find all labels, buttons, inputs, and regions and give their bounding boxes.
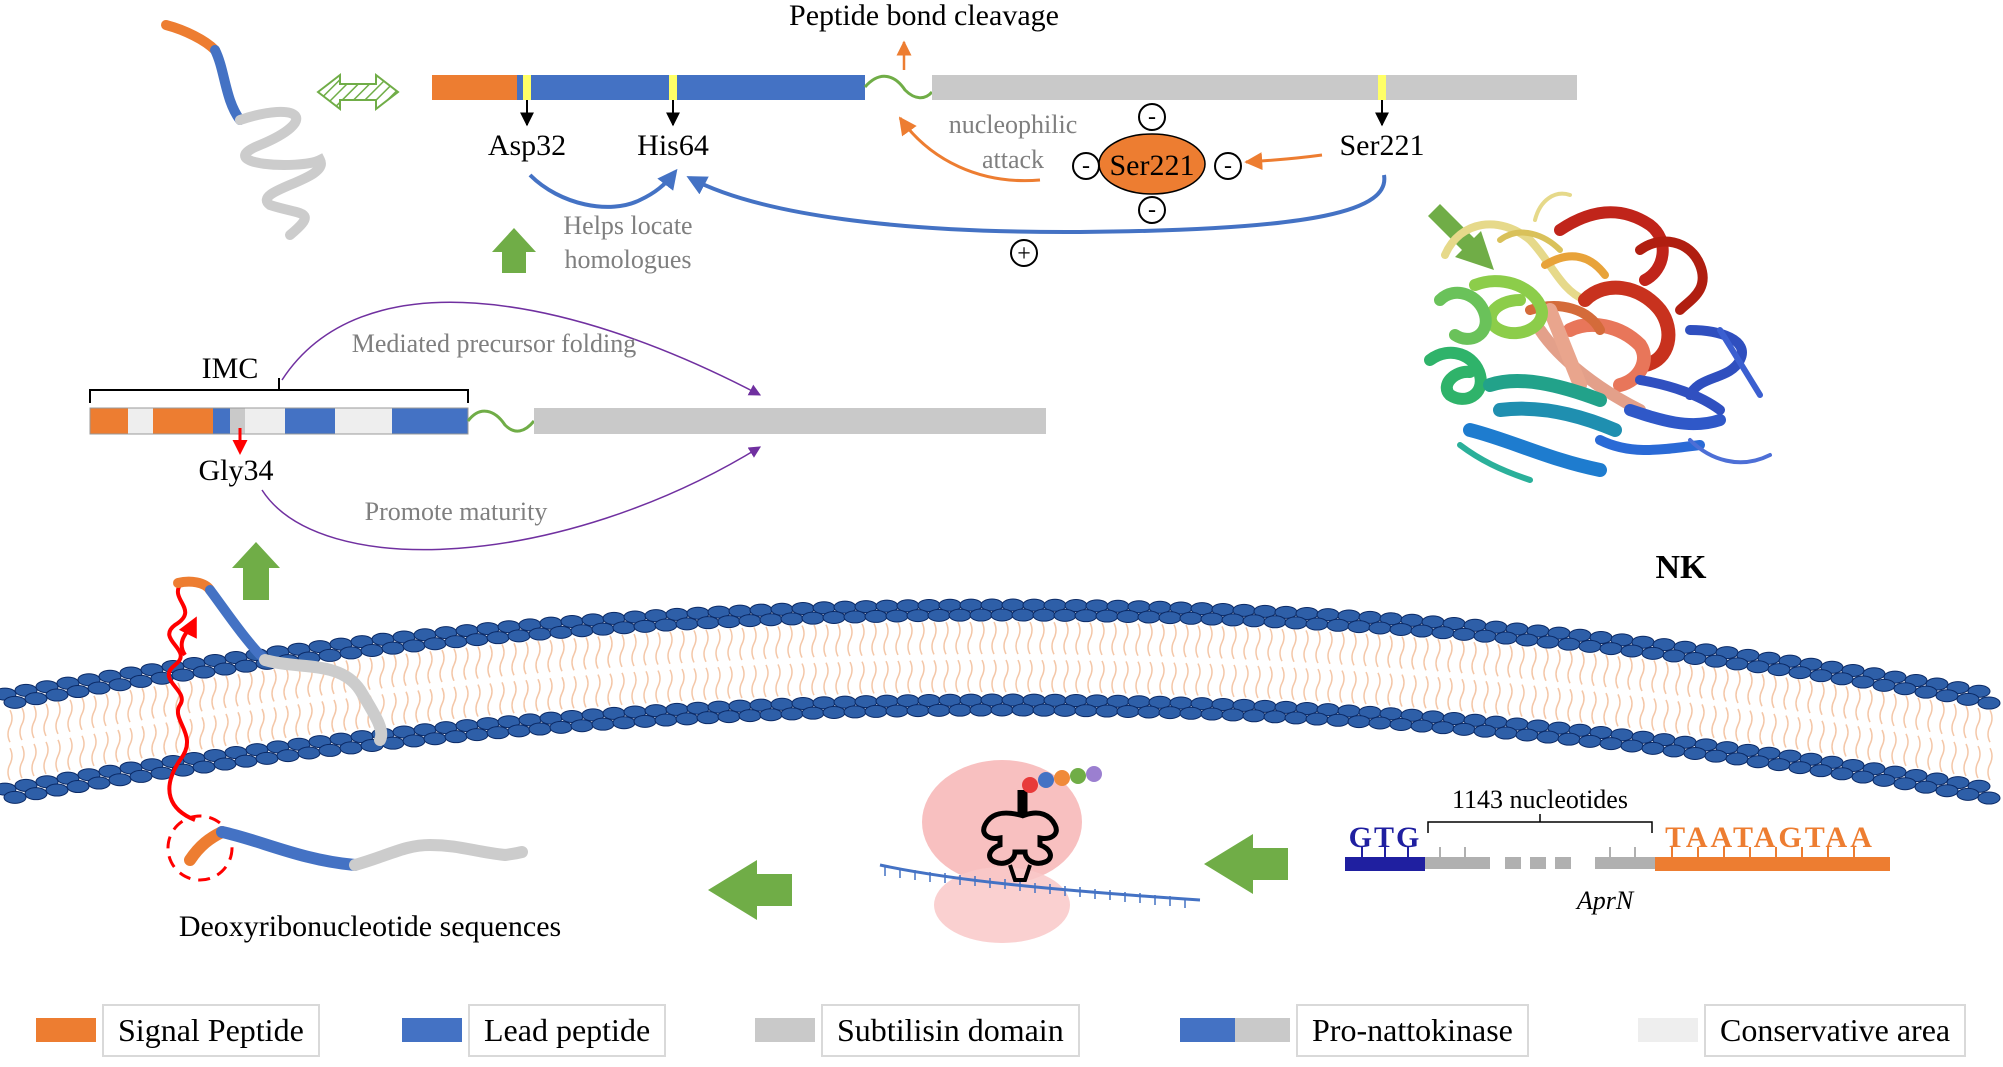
- nucleotides-label: 1143 nucleotides: [1452, 785, 1628, 814]
- signal-peptide-highlight: [166, 814, 234, 882]
- legend-swatch-pronattokinase: [1180, 1018, 1290, 1042]
- nucleophilic-label: nucleophilic: [949, 110, 1078, 139]
- cell-membrane: [0, 598, 2001, 805]
- svg-text:-: -: [1082, 153, 1090, 179]
- mediated-folding-label: Mediated precursor folding: [352, 329, 636, 358]
- legend-item-subtilisin: Subtilisin domain: [755, 1000, 1080, 1060]
- charge-minus-left: -: [1072, 152, 1100, 180]
- svg-text:+: +: [1017, 241, 1031, 267]
- ser221-label: Ser221: [1340, 129, 1425, 162]
- precursor-bar-top: [432, 75, 1577, 100]
- legend-label-lead: Lead peptide: [468, 1003, 667, 1057]
- charge-minus-right: -: [1214, 152, 1242, 180]
- nucleophilic-attack-arrow: [898, 116, 1041, 183]
- imc-label: IMC: [202, 352, 259, 385]
- legend-label-subtilisin: Subtilisin domain: [821, 1003, 1080, 1057]
- charge-plus: +: [1010, 239, 1038, 267]
- attack-label: attack: [982, 145, 1044, 174]
- nk-protein-structure: [1424, 191, 1772, 483]
- asp32-label: Asp32: [488, 129, 566, 162]
- legend-label-conservative: Conservative area: [1704, 1003, 1967, 1057]
- nucleotides-bracket: [1427, 814, 1653, 833]
- nk-label: NK: [1656, 549, 1708, 586]
- ser221-his64-arc: [686, 174, 1387, 235]
- left-arrow-green-2: [1204, 834, 1288, 894]
- peptide-bond-cleavage-label: Peptide bond cleavage: [789, 0, 1059, 32]
- gene-name-label: AprN: [1575, 886, 1635, 915]
- helps-locate-label: Helps locate: [563, 211, 692, 240]
- svg-text:-: -: [1148, 197, 1156, 223]
- legend-swatch-conservative: [1638, 1018, 1698, 1042]
- legend-swatch-subtilisin: [755, 1018, 815, 1042]
- svg-text:-: -: [1148, 104, 1156, 130]
- double-arrow-icon: [316, 72, 400, 112]
- up-arrow-green-2: [232, 542, 280, 600]
- charge-minus-bottom: -: [1138, 196, 1166, 224]
- svg-text:-: -: [1224, 153, 1232, 179]
- imc-bracket: [89, 378, 469, 403]
- his64-label: His64: [637, 129, 709, 162]
- gly34-label: Gly34: [199, 454, 274, 487]
- precursor-bar-middle: [89, 407, 1046, 435]
- homologues-label: homologues: [564, 245, 691, 274]
- charge-minus-top: -: [1138, 103, 1166, 131]
- ser221-node-label: Ser221: [1110, 149, 1195, 182]
- ser221-activation-arrow: [1244, 152, 1323, 171]
- secreted-precursor: [166, 576, 388, 822]
- legend-item-signal: Signal Peptide: [36, 1000, 320, 1060]
- stop-codons-label: TAATAGTAA: [1665, 821, 1875, 854]
- aprn-gene: [1345, 847, 1890, 871]
- maturity-arc: [261, 446, 762, 551]
- legend-item-conservative: Conservative area: [1638, 1000, 1967, 1060]
- start-codon-label: GTG: [1349, 821, 1422, 854]
- folded-precursor-top: [161, 20, 326, 240]
- promote-maturity-label: Promote maturity: [365, 497, 548, 526]
- deoxy-label: Deoxyribonucleotide sequences: [179, 910, 561, 943]
- legend-item-lead: Lead peptide: [402, 1000, 667, 1060]
- up-arrow-green-1: [492, 228, 536, 273]
- translated-precursor: [184, 826, 528, 871]
- legend-swatch-lead: [402, 1018, 462, 1042]
- legend-label-pronattokinase: Pro-nattokinase: [1296, 1003, 1529, 1057]
- legend-item-pronattokinase: Pro-nattokinase: [1180, 1000, 1529, 1060]
- ribosome: [879, 760, 1201, 943]
- asp32-his64-arc: [528, 168, 678, 209]
- left-arrow-green-1: [708, 860, 792, 920]
- legend-label-signal: Signal Peptide: [102, 1003, 320, 1057]
- folding-arc: [281, 301, 762, 396]
- legend-swatch-signal: [36, 1018, 96, 1042]
